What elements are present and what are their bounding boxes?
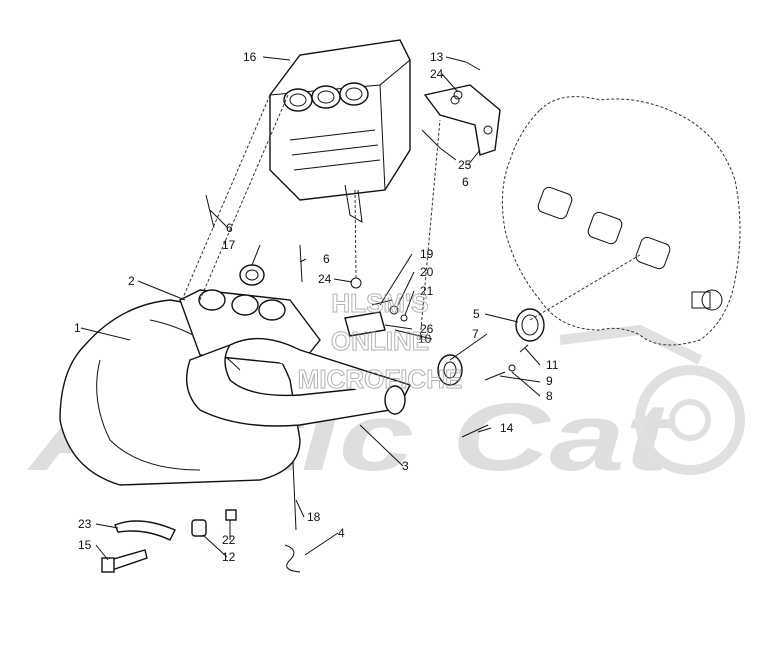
microfiche-watermark: HLSM'S ONLINE MICROFICHE: [297, 288, 463, 395]
spring-6-top: [421, 129, 441, 149]
watermark-line-1: HLSM'S: [331, 288, 428, 318]
head-pipe: [186, 337, 411, 427]
engine-outline: [501, 96, 741, 346]
callout-2: 2: [128, 274, 135, 288]
watermark-line-3: MICROFICHE: [298, 364, 463, 394]
callout-6-mid: 6: [323, 252, 330, 266]
callout-11: 11: [546, 358, 559, 372]
callout-12: 12: [222, 550, 236, 564]
mounting-bracket: [423, 84, 501, 156]
callout-7: 7: [472, 327, 479, 341]
callout-18: 18: [307, 510, 321, 524]
logo-wheel-icon: [635, 365, 745, 475]
bolt-15: [109, 549, 148, 571]
clip-4: [284, 544, 301, 573]
grommet-12: [191, 519, 207, 537]
callout-22: 22: [222, 533, 236, 547]
callout-23: 23: [78, 517, 92, 531]
callout-24-top: 24: [430, 67, 444, 81]
callout-24-mid: 24: [318, 272, 332, 286]
stud-18: [292, 461, 297, 531]
logo-hub-icon: [669, 399, 711, 441]
silencer-box: [269, 39, 411, 223]
callout-25: 25: [458, 158, 472, 172]
callout-numbers: 16 1 2 3 4 5 6 6 6 7 8 9 10 11 12 13 14 …: [74, 50, 559, 564]
callout-15: 15: [78, 538, 92, 552]
callout-20: 20: [420, 265, 434, 279]
bracket-23: [114, 520, 176, 541]
hardware-parts: [101, 61, 545, 573]
gasket-17: [239, 264, 265, 286]
logo-frame-icon: [559, 324, 703, 365]
spring-6-mid: [299, 244, 303, 283]
nut-22: [225, 509, 237, 521]
callout-6-top: 6: [462, 175, 469, 189]
leader-lines: [80, 56, 641, 561]
watermark-line-2: ONLINE: [331, 326, 429, 356]
callout-6-left: 6: [226, 221, 233, 235]
callout-4: 4: [338, 526, 345, 540]
callout-9: 9: [546, 374, 553, 388]
callout-26: 26: [420, 322, 434, 336]
bracket-10: [344, 311, 386, 337]
callout-21: 21: [420, 284, 434, 298]
callout-19: 19: [420, 247, 434, 261]
callout-16: 16: [243, 50, 257, 64]
callout-5: 5: [473, 307, 480, 321]
callout-13: 13: [430, 50, 444, 64]
coupler-5: [515, 308, 545, 342]
callout-10: 10: [418, 332, 432, 346]
callout-14: 14: [500, 421, 514, 435]
callout-8: 8: [546, 389, 553, 403]
spring-14: [461, 424, 489, 438]
callout-17: 17: [222, 238, 236, 252]
bolt-head-15: [101, 557, 115, 573]
callout-3: 3: [402, 459, 409, 473]
seal-7: [437, 354, 463, 386]
spring-6-left: [205, 194, 215, 229]
callout-1: 1: [74, 321, 81, 335]
